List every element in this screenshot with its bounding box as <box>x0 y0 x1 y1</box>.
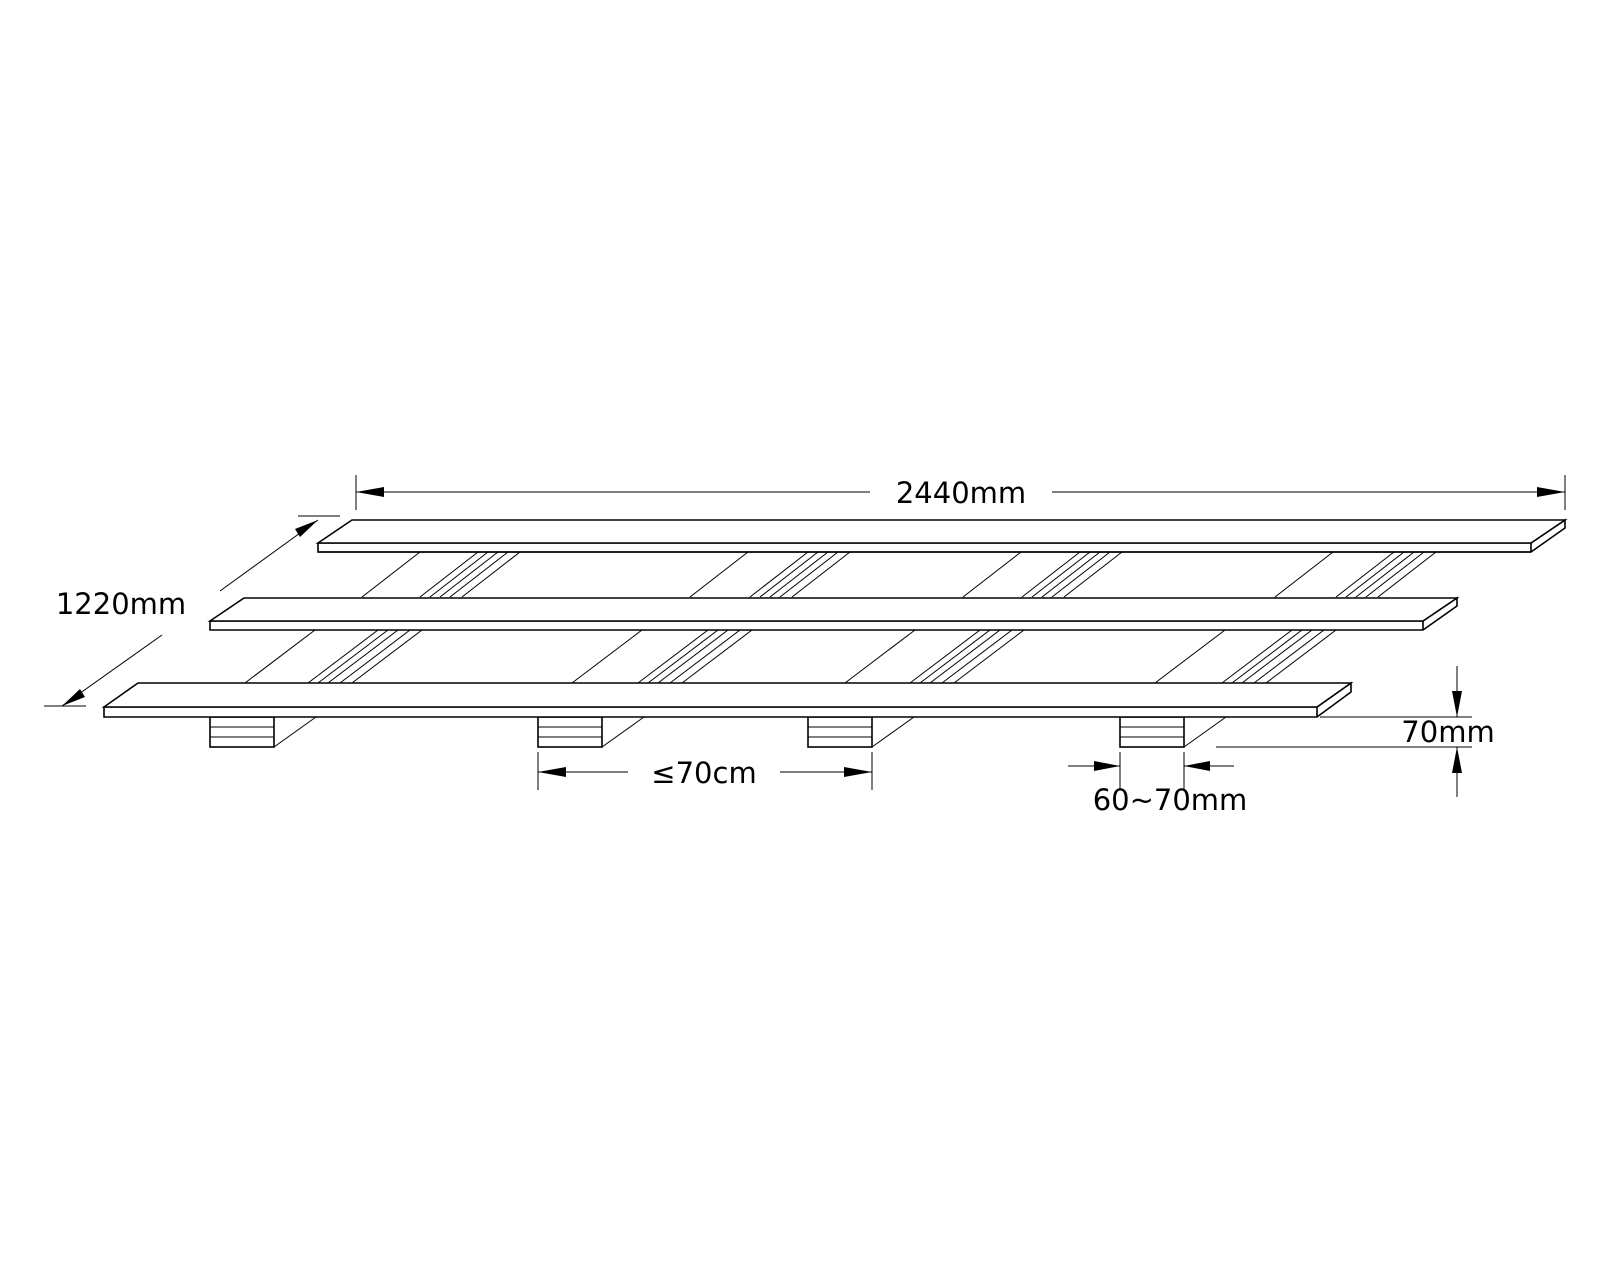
joist <box>537 716 645 748</box>
joist <box>807 716 915 748</box>
dimension-joist-width: 60~70mm <box>1068 752 1247 817</box>
spacing-label: ≤70cm <box>651 756 756 790</box>
width-label: 1220mm <box>56 587 186 621</box>
board-middle <box>207 596 1460 631</box>
dimension-width: 1220mm <box>44 515 340 707</box>
joists <box>209 716 1227 748</box>
dimension-joist-height: 70mm <box>1216 666 1495 797</box>
board-top <box>315 518 1568 553</box>
dimension-length: 2440mm <box>355 475 1566 510</box>
joist <box>1119 716 1227 748</box>
board-bottom <box>101 681 1354 718</box>
dimension-spacing: ≤70cm <box>537 752 873 790</box>
joist <box>209 716 317 748</box>
joist-height-label: 70mm <box>1401 715 1494 749</box>
length-label: 2440mm <box>896 476 1026 510</box>
back-hatching <box>244 551 1437 684</box>
joist-width-label: 60~70mm <box>1093 783 1248 817</box>
